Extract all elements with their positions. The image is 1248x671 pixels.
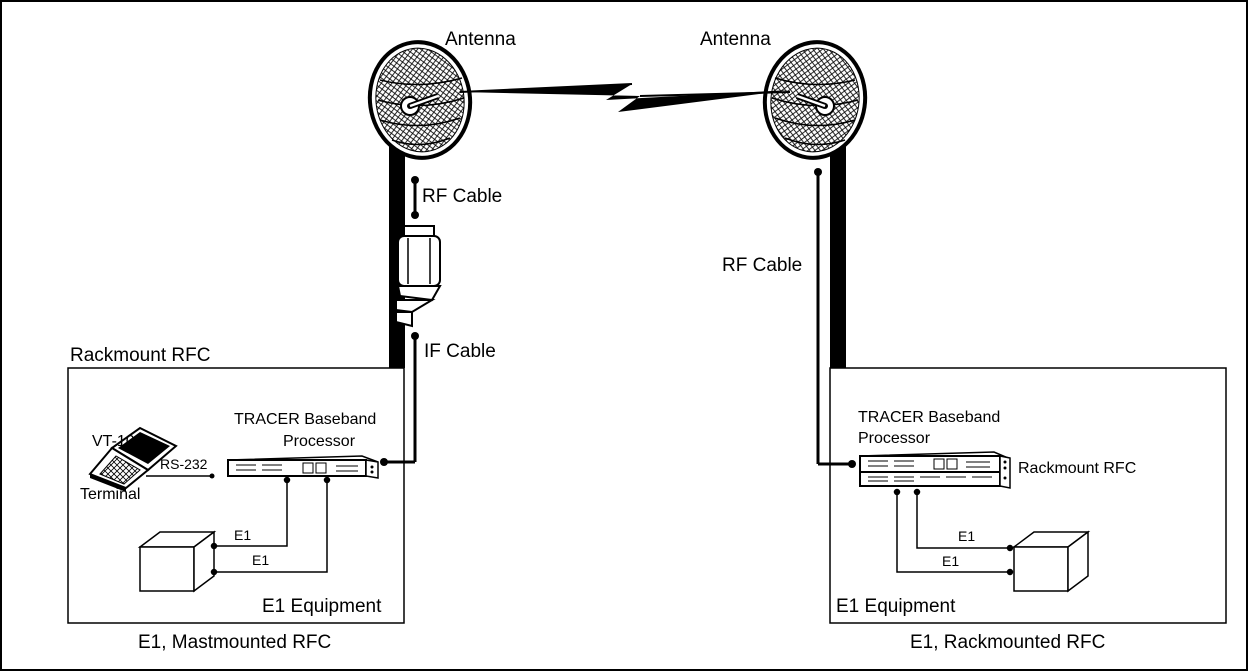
left-antenna-icon xyxy=(367,40,473,160)
tracer-left-label-line1: TRACER Baseband xyxy=(234,411,376,428)
left-rf-cable xyxy=(411,176,419,219)
right-e1-links xyxy=(893,488,1014,576)
terminal-label: Terminal xyxy=(80,486,140,503)
antenna-left-label: Antenna xyxy=(445,29,516,50)
if-cable-label: IF Cable xyxy=(424,341,496,362)
rackmount-rfc-right-label: Rackmount RFC xyxy=(1018,460,1136,477)
left-e1-equipment-icon xyxy=(137,530,217,593)
antenna-right-label: Antenna xyxy=(700,29,771,50)
if-cable xyxy=(380,332,419,466)
rackmount-rfc-title: Rackmount RFC xyxy=(70,345,210,366)
left-rack-enclosure xyxy=(67,367,405,624)
right-tracer-rfc-stack-icon xyxy=(859,451,1011,489)
tracer-right-label-line1: TRACER Baseband xyxy=(858,409,1000,426)
tracer-right-label-line2: Processor xyxy=(858,430,931,447)
right-antenna-icon xyxy=(762,40,868,160)
left-e1-links xyxy=(210,476,331,576)
e1-label-b: E1 xyxy=(252,552,269,568)
e1-equipment-left-label: E1 Equipment xyxy=(262,596,382,617)
e1-label-a: E1 xyxy=(234,527,251,543)
rs232-label: RS-232 xyxy=(160,456,208,472)
laptop-icon xyxy=(88,426,178,492)
vt100-label: VT-100 xyxy=(92,433,144,450)
right-rack-enclosure xyxy=(829,367,1227,624)
e1-label-c: E1 xyxy=(958,528,975,544)
e1-equipment-right-label: E1 Equipment xyxy=(836,596,956,617)
mastmounted-rfc-icon xyxy=(395,225,442,328)
rf-cable-right-label: RF Cable xyxy=(722,255,802,276)
rf-cable-left-label: RF Cable xyxy=(422,186,502,207)
right-e1-equipment-icon xyxy=(1011,530,1091,593)
caption-right: E1, Rackmounted RFC xyxy=(910,632,1105,653)
right-rf-cable xyxy=(814,168,856,468)
tracer-left-label-line2: Processor xyxy=(283,433,356,450)
e1-label-d: E1 xyxy=(942,553,959,569)
right-mast xyxy=(830,118,846,368)
caption-left: E1, Mastmounted RFC xyxy=(138,632,331,653)
left-tracer-processor-icon xyxy=(227,455,379,479)
radio-link-icon xyxy=(459,83,791,112)
